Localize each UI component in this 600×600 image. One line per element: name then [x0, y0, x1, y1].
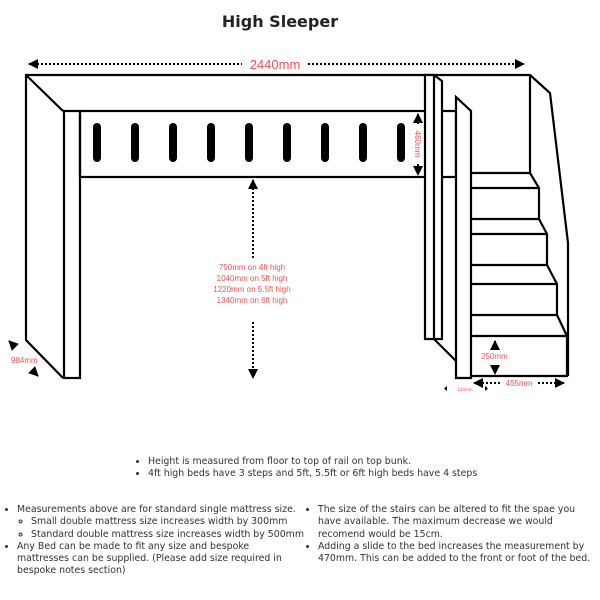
page-title: High Sleeper: [221, 12, 339, 31]
note-height: Height is measured from floor to top of …: [148, 456, 535, 468]
dimension-lines: [8, 59, 565, 388]
note-stairs-size: The size of the stairs can be altered to…: [318, 504, 597, 541]
height-label-4ft: 750mm on 4ft high: [219, 263, 285, 272]
note-mattress-size: Measurements above are for standard sing…: [17, 504, 296, 515]
width-label: 2440mm: [250, 57, 301, 72]
note-standard-double: Standard double mattress size increases …: [31, 529, 304, 541]
note-slide: Adding a slide to the bed increases the …: [318, 541, 597, 566]
height-label-5ft: 1040mm on 5ft high: [217, 274, 288, 283]
note-small-double: Small double mattress size increases wid…: [31, 516, 304, 528]
note-steps: 4ft high beds have 3 steps and 5ft, 5.5f…: [148, 468, 535, 480]
height-label-6ft: 1340mm on 6ft high: [217, 296, 288, 305]
stair-depth-label: 455mm: [506, 379, 533, 388]
notes-right: The size of the stairs can be altered to…: [305, 504, 597, 565]
notes-left: Measurements above are for standard sing…: [4, 504, 304, 578]
rail-slats: [93, 123, 405, 162]
bed-frame: [24, 73, 570, 380]
step-height-label: 250mm: [481, 352, 508, 361]
post-width-dimension: 120mm: [444, 386, 488, 392]
depth-label: 984mm: [11, 356, 38, 365]
notes-top: Height is measured from floor to top of …: [135, 456, 535, 481]
rail-height-label: 460mm: [413, 131, 422, 158]
post-width-label: 120mm: [457, 387, 472, 392]
note-bespoke: Any Bed can be made to fit any size and …: [17, 541, 304, 578]
height-label-5-5ft: 1220mm on 5.5ft high: [213, 285, 290, 294]
